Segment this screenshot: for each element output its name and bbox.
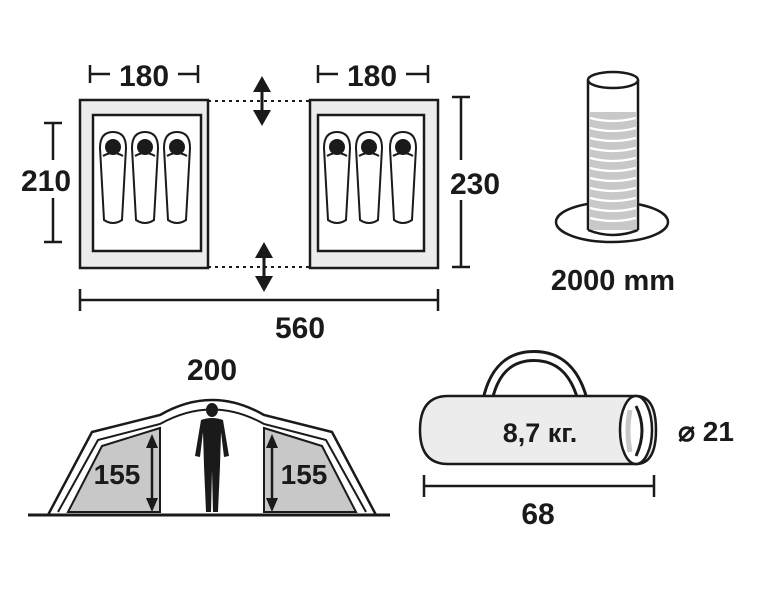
dim-total-length	[78, 289, 440, 311]
pack-length-label: 68	[521, 498, 554, 531]
right-height-label: 230	[450, 168, 500, 201]
dim-right-height	[452, 95, 470, 269]
diameter-label: ⌀ 21	[678, 416, 734, 447]
left-room-height-label: 155	[94, 459, 141, 490]
weight-label: 8,7 кг.	[503, 418, 578, 448]
side-view: 200 155 155	[28, 354, 390, 517]
sleeping-bags-left	[98, 130, 192, 224]
total-length-label: 560	[275, 312, 325, 345]
dim-left-width	[88, 65, 200, 83]
center-height-label: 200	[187, 354, 237, 387]
dim-left-height	[44, 121, 62, 244]
right-room-section	[263, 426, 358, 513]
bag-handle	[482, 349, 588, 404]
waterproof-column-icon	[554, 70, 670, 244]
door-arrow-bottom	[255, 242, 273, 292]
left-room-height-arrow	[146, 434, 158, 512]
left-room-width-label: 180	[119, 60, 169, 93]
waterproof-label: 2000 mm	[551, 265, 675, 297]
floor-plan: 180 180 210 230	[21, 60, 500, 345]
sleeping-bags-right	[322, 130, 418, 224]
left-room-section	[66, 426, 161, 513]
pack-bag	[418, 349, 658, 466]
dim-pack-length	[422, 475, 656, 497]
right-room-height-label: 155	[281, 459, 328, 490]
door-arrow-top	[253, 76, 271, 126]
person-icon	[195, 403, 229, 512]
left-height-label: 210	[21, 165, 71, 198]
right-room-height-arrow	[266, 434, 278, 512]
right-room-width-label: 180	[347, 60, 397, 93]
dim-right-width	[316, 65, 430, 83]
